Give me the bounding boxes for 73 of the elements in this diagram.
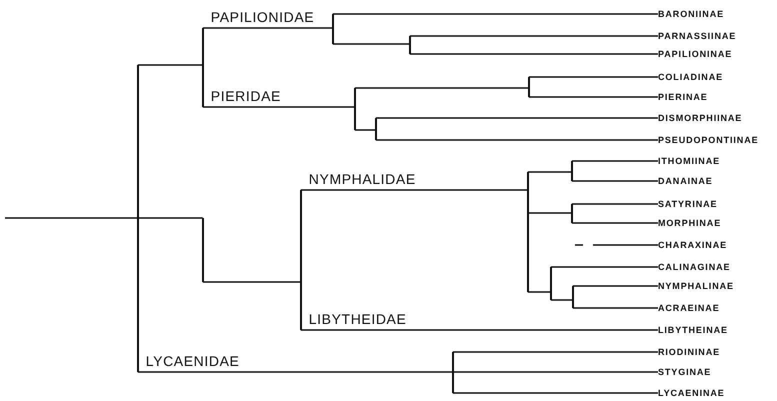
branch-line (138, 64, 203, 66)
branch-line (528, 96, 658, 98)
junction-line (137, 65, 139, 372)
taxon-label: DISMORPHIINAE (658, 112, 742, 124)
branch-line (452, 371, 658, 373)
junction-line (409, 36, 411, 54)
family-label: LIBYTHEIDAE (308, 311, 406, 327)
branch-line (5, 217, 138, 219)
branch-line (376, 139, 658, 141)
junction-line (550, 267, 552, 300)
taxon-label: NYMPHALINAE (658, 280, 734, 292)
junction-line (354, 88, 356, 130)
branch-line (528, 291, 551, 293)
branch-line (572, 285, 658, 287)
branch-line (410, 53, 658, 55)
branch-line (550, 299, 573, 301)
branch-line (138, 217, 203, 219)
branch-line (202, 106, 355, 108)
taxon-label: LIBYTHEINAE (658, 324, 728, 336)
branch-line (572, 222, 658, 224)
taxon-label: PIERINAE (658, 91, 708, 103)
branch-line (410, 35, 658, 37)
branch-line (572, 160, 658, 162)
junction-line (452, 352, 454, 393)
branch-line (376, 117, 658, 119)
taxon-label: BARONIINAE (658, 8, 724, 20)
branch-line (550, 266, 658, 268)
branch-line (354, 129, 376, 131)
junction-line (202, 28, 204, 107)
taxon-label: COLIADINAE (658, 71, 723, 83)
junction-line (202, 218, 204, 282)
taxon-label: CALINAGINAE (658, 261, 730, 273)
taxon-label: RIODININAE (658, 346, 720, 358)
junction-line (300, 190, 302, 330)
taxon-label: LYCAENINAE (658, 387, 725, 399)
branch-line (202, 281, 301, 283)
branch-line (300, 189, 528, 191)
taxon-label: PAPILIONINAE (658, 48, 732, 60)
family-label: PIERIDAE (210, 88, 281, 104)
branch-line (202, 27, 333, 29)
taxon-label: PARNASSIINAE (658, 30, 736, 42)
branch-line (528, 76, 658, 78)
branch-line (452, 392, 658, 394)
branch-line (332, 43, 410, 45)
junction-line (375, 118, 377, 140)
taxon-label: ITHOMIINAE (658, 155, 720, 167)
family-label: PAPILIONIDAE (210, 9, 314, 25)
branch-line (572, 203, 658, 205)
junction-line (571, 161, 573, 181)
family-label: NYMPHALIDAE (308, 171, 416, 187)
branch-line (572, 307, 658, 309)
branch-line (138, 371, 453, 373)
branch-line (452, 351, 658, 353)
branch-line (528, 212, 572, 214)
taxon-label: PSEUDOPONTIINAE (658, 134, 759, 146)
junction-line (528, 77, 530, 97)
taxon-label: ACRAEINAE (658, 302, 720, 314)
family-label: LYCAENIDAE (146, 353, 240, 369)
junction-line (572, 286, 574, 308)
junction-line (571, 204, 573, 223)
taxon-label: MORPHINAE (658, 217, 722, 229)
taxon-label: DANAINAE (658, 175, 713, 187)
branch-line (332, 13, 658, 15)
branch-line (528, 171, 572, 173)
junction-line (332, 14, 334, 44)
branch-line (575, 244, 658, 246)
taxon-label: STYGINAE (658, 366, 712, 378)
taxon-label: SATYRINAE (658, 198, 718, 210)
taxon-label: CHARAXINAE (658, 239, 728, 251)
branch-line (300, 329, 658, 331)
junction-line (527, 172, 529, 292)
branch-line (572, 180, 658, 182)
branch-line (354, 87, 529, 89)
